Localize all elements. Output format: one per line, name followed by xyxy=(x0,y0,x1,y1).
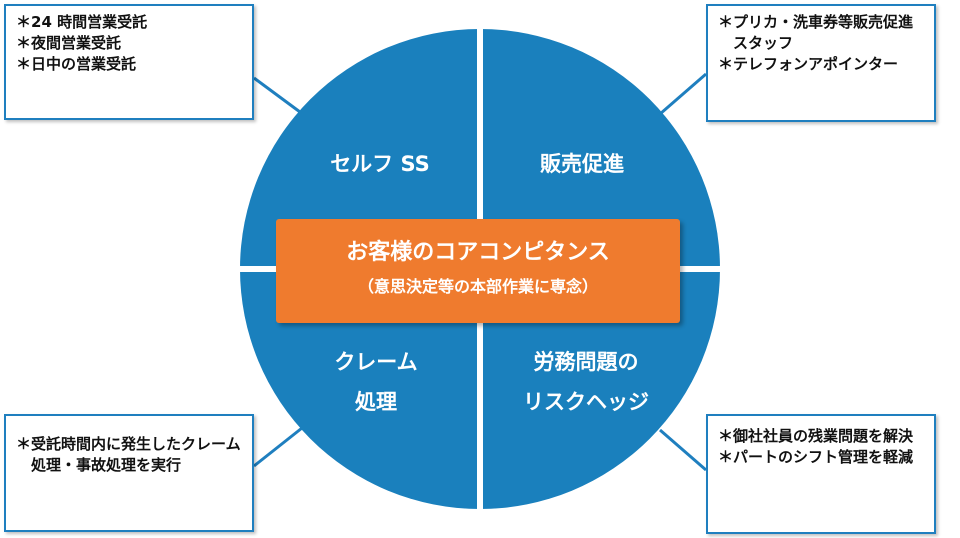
note-box-labor-risk-hedge: ＊ 御社社員の残業問題を解決 ＊ パートのシフト管理を軽減 xyxy=(706,414,936,534)
note-item: ＊ 夜間営業受託 xyxy=(16,33,244,54)
core-competence-box: お客様のコアコンピタンス （意思決定等の本部作業に専念） xyxy=(276,219,680,323)
bullet-star: ＊ xyxy=(718,55,734,73)
quadrant-label-self-ss: セルフ SS xyxy=(330,152,430,176)
note-box-self-ss: ＊ 24 時間営業受託 ＊ 夜間営業受託 ＊ 日中の営業受託 xyxy=(4,4,254,120)
note-text: 日中の営業受託 xyxy=(31,55,137,73)
connector-top-left xyxy=(253,76,301,114)
bullet-star: ＊ xyxy=(16,435,32,453)
quadrant-label-sales-promotion: 販売促進 xyxy=(540,152,624,176)
bullet-star: ＊ xyxy=(718,13,734,31)
note-text: 24 時間営業受託 xyxy=(31,13,148,31)
quadrant-label-complaint-handling: クレーム 処理 xyxy=(316,342,436,422)
note-item: ＊ 受託時間内に発生したクレーム処理・事故処理を実行 xyxy=(16,434,244,476)
note-text: 受託時間内に発生したクレーム処理・事故処理を実行 xyxy=(31,435,241,474)
quadrant-label-line: リスクヘッジ xyxy=(523,390,649,414)
note-text: 御社社員の残業問題を解決 xyxy=(733,427,914,445)
bullet-star: ＊ xyxy=(16,55,32,73)
core-title: お客様のコアコンピタンス xyxy=(346,240,610,265)
note-item: ＊ 御社社員の残業問題を解決 xyxy=(718,426,926,447)
connector-bottom-left xyxy=(253,426,303,468)
note-box-sales-promotion: ＊ プリカ・洗車券等販売促進スタッフ ＊ テレフォンアポインター xyxy=(706,4,936,122)
core-subtitle: （意思決定等の本部作業に専念） xyxy=(357,277,598,296)
note-text: パートのシフト管理を軽減 xyxy=(733,448,914,466)
connector-top-right xyxy=(659,72,707,116)
note-box-complaint-handling: ＊ 受託時間内に発生したクレーム処理・事故処理を実行 xyxy=(4,414,254,532)
note-item: ＊ テレフォンアポインター xyxy=(718,54,926,75)
bullet-star: ＊ xyxy=(16,34,32,52)
bullet-star: ＊ xyxy=(16,13,32,31)
note-text: テレフォンアポインター xyxy=(733,55,899,73)
connector-bottom-right xyxy=(659,428,707,472)
quadrant-label-line: 労務問題の xyxy=(533,350,639,374)
note-text: プリカ・洗車券等販売促進スタッフ xyxy=(733,13,914,52)
note-item: ＊ プリカ・洗車券等販売促進スタッフ xyxy=(718,12,926,54)
note-item: ＊ 24 時間営業受託 xyxy=(16,12,244,33)
note-item: ＊ パートのシフト管理を軽減 xyxy=(718,447,926,468)
note-text: 夜間営業受託 xyxy=(31,34,122,52)
bullet-star: ＊ xyxy=(718,427,734,445)
quadrant-label-line: 処理 xyxy=(355,390,397,414)
quadrant-label-line: クレーム xyxy=(334,350,418,374)
bullet-star: ＊ xyxy=(718,448,734,466)
quadrant-label-labor-risk-hedge: 労務問題の リスクヘッジ xyxy=(506,342,666,422)
note-item: ＊ 日中の営業受託 xyxy=(16,54,244,75)
